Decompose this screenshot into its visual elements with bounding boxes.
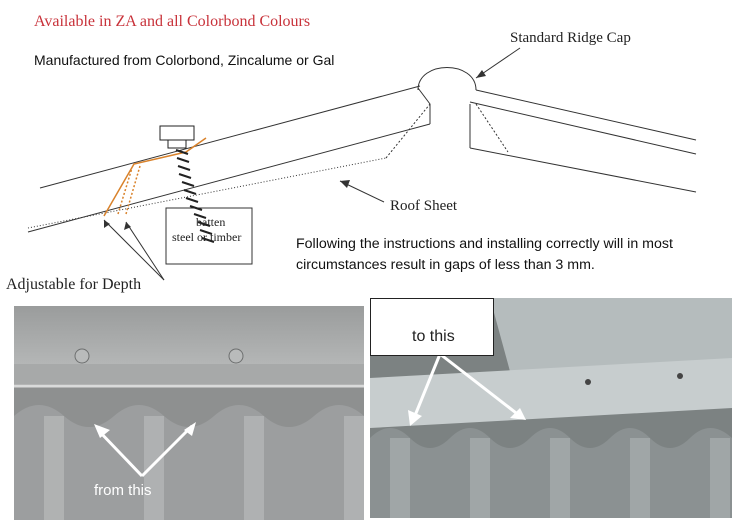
installation-note: Following the instructions and installin…: [296, 236, 673, 273]
after-photo: to this: [370, 298, 732, 518]
roof-sheet-label: Roof Sheet: [390, 198, 458, 214]
depth-arrowhead-b: [124, 222, 131, 230]
left-sheet-top-edge: [39, 85, 421, 189]
ridge-dome: [417, 67, 477, 91]
after-callout-box: [370, 298, 494, 356]
left-cap-end: [417, 87, 431, 124]
ridge-cap-diagram: [27, 47, 697, 281]
depth-arrowhead-a: [104, 220, 110, 228]
roof-sheet-arrowhead: [340, 180, 350, 188]
batten-box: [165, 207, 253, 265]
before-photo-illustration: [14, 306, 364, 520]
batten-label-line2: steel or timber: [172, 230, 242, 244]
after-photo-illustration: [370, 298, 732, 518]
ridge-arrowhead: [476, 70, 486, 78]
left-sheet-bottom-edge: [27, 123, 431, 233]
right-cap-dotted: [475, 103, 509, 153]
screw-icon: [159, 125, 215, 243]
right-sheet-bottom-edge: [469, 147, 697, 193]
before-photo: from this: [14, 306, 364, 520]
depth-label: Adjustable for Depth: [6, 276, 142, 293]
after-caption: to this: [412, 328, 455, 345]
right-sheet-top-edge: [475, 89, 697, 141]
depth-leader-a: [103, 219, 165, 281]
ridge-cap-label: Standard Ridge Cap: [510, 30, 631, 46]
roof-sheet-dotted: [27, 157, 387, 229]
before-caption: from this: [94, 482, 152, 499]
availability-heading: Available in ZA and all Colorbond Colour…: [34, 13, 311, 30]
batten-label-line1: batten: [196, 215, 226, 229]
depth-leader-b: [125, 221, 165, 281]
right-sheet-mid-edge: [469, 101, 697, 155]
left-cap-dotted: [385, 103, 431, 159]
fixing-bracket: [103, 137, 207, 217]
materials-subheading: Manufactured from Colorbond, Zincalume o…: [34, 52, 335, 68]
